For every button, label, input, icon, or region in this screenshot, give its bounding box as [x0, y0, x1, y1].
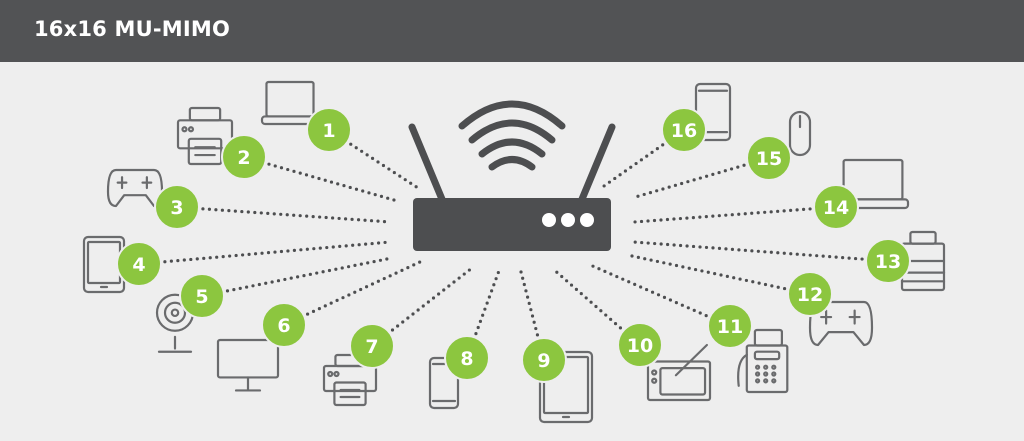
- device-badge: 3: [154, 184, 200, 230]
- device-number: 16: [671, 120, 697, 142]
- device-number: 2: [237, 147, 250, 169]
- device-badge: 11: [707, 303, 753, 349]
- monitor-icon: [216, 338, 280, 392]
- connection-line: [137, 240, 392, 266]
- printer-icon: [176, 106, 234, 166]
- device-badge: 1: [306, 107, 352, 153]
- connection-line: [327, 128, 420, 190]
- device-badge: 4: [116, 241, 162, 287]
- connection-line: [632, 240, 890, 263]
- connection-line: [242, 155, 396, 202]
- device-badge: 7: [349, 323, 395, 369]
- device-number: 13: [875, 251, 901, 273]
- gamepad-icon: [808, 300, 874, 347]
- connection-line: [370, 266, 474, 348]
- device-badge: 8: [444, 335, 490, 381]
- device-badge: 16: [661, 107, 707, 153]
- connection-line: [282, 260, 422, 327]
- device-number: 8: [460, 348, 473, 370]
- printer-icon: [322, 353, 378, 407]
- wifi-router-icon: [408, 100, 616, 251]
- gamepad-icon: [106, 168, 164, 208]
- device-badge: 9: [521, 337, 567, 383]
- device-number: 6: [277, 315, 290, 337]
- mouse-icon: [788, 110, 812, 157]
- device-number: 11: [717, 316, 743, 338]
- wifi-signal-icon: [458, 100, 566, 171]
- device-badge: 15: [746, 135, 792, 181]
- connection-line: [518, 266, 546, 362]
- drawing-tablet-icon: [646, 343, 712, 402]
- device-badge: 5: [179, 273, 225, 319]
- device-number: 4: [132, 254, 145, 276]
- connection-line: [200, 256, 394, 298]
- connection-line: [632, 205, 838, 224]
- device-badge: 13: [865, 238, 911, 284]
- header-bar: 16x16 MU-MIMO: [0, 0, 1024, 62]
- device-number: 5: [195, 286, 208, 308]
- device-number: 9: [537, 350, 550, 372]
- device-number: 12: [797, 284, 823, 306]
- device-badge: 14: [813, 184, 859, 230]
- page-title: 16x16 MU-MIMO: [34, 17, 231, 41]
- device-number: 14: [823, 197, 849, 219]
- connection-line: [586, 262, 732, 328]
- device-badge: 12: [787, 271, 833, 317]
- connection-line: [175, 205, 392, 224]
- device-badge: 2: [221, 134, 267, 180]
- connection-line: [630, 156, 771, 200]
- device-number: 1: [322, 120, 335, 142]
- device-number: 15: [756, 148, 782, 170]
- device-number: 3: [170, 197, 183, 219]
- fax-icon: [737, 328, 789, 394]
- device-number: 7: [365, 336, 378, 358]
- device-badge: 6: [261, 302, 307, 348]
- device-number: 10: [627, 335, 653, 357]
- connection-line: [630, 254, 812, 296]
- device-badge: 10: [617, 322, 663, 368]
